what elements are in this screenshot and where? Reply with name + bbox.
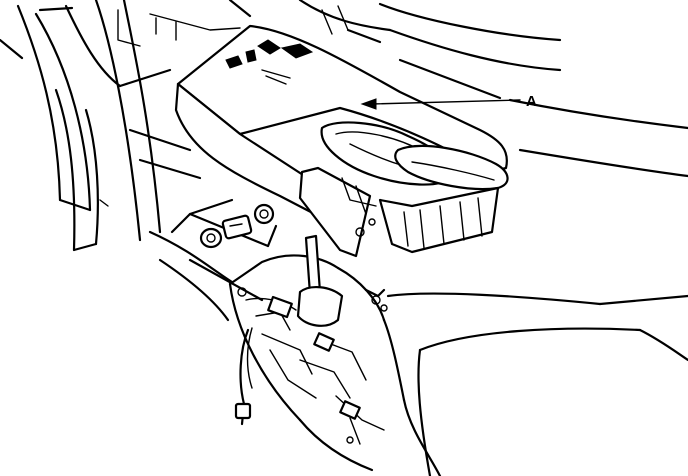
callout-label-a: A [526, 93, 537, 110]
usb-socket-icon [253, 203, 275, 225]
center-console [148, 198, 278, 322]
steering-column [54, 0, 202, 252]
power-socket-icon [199, 227, 223, 249]
connector-icon [234, 402, 252, 420]
callout-arrowhead [360, 98, 377, 110]
dashboard-lines [0, 0, 562, 212]
seat-outline [386, 98, 688, 476]
cup-holder-assembly [174, 24, 509, 258]
shifter-mechanism [228, 234, 442, 476]
aux-port-icon [221, 214, 253, 240]
callout-a: A [360, 93, 537, 110]
callout-leader-line [371, 99, 521, 105]
